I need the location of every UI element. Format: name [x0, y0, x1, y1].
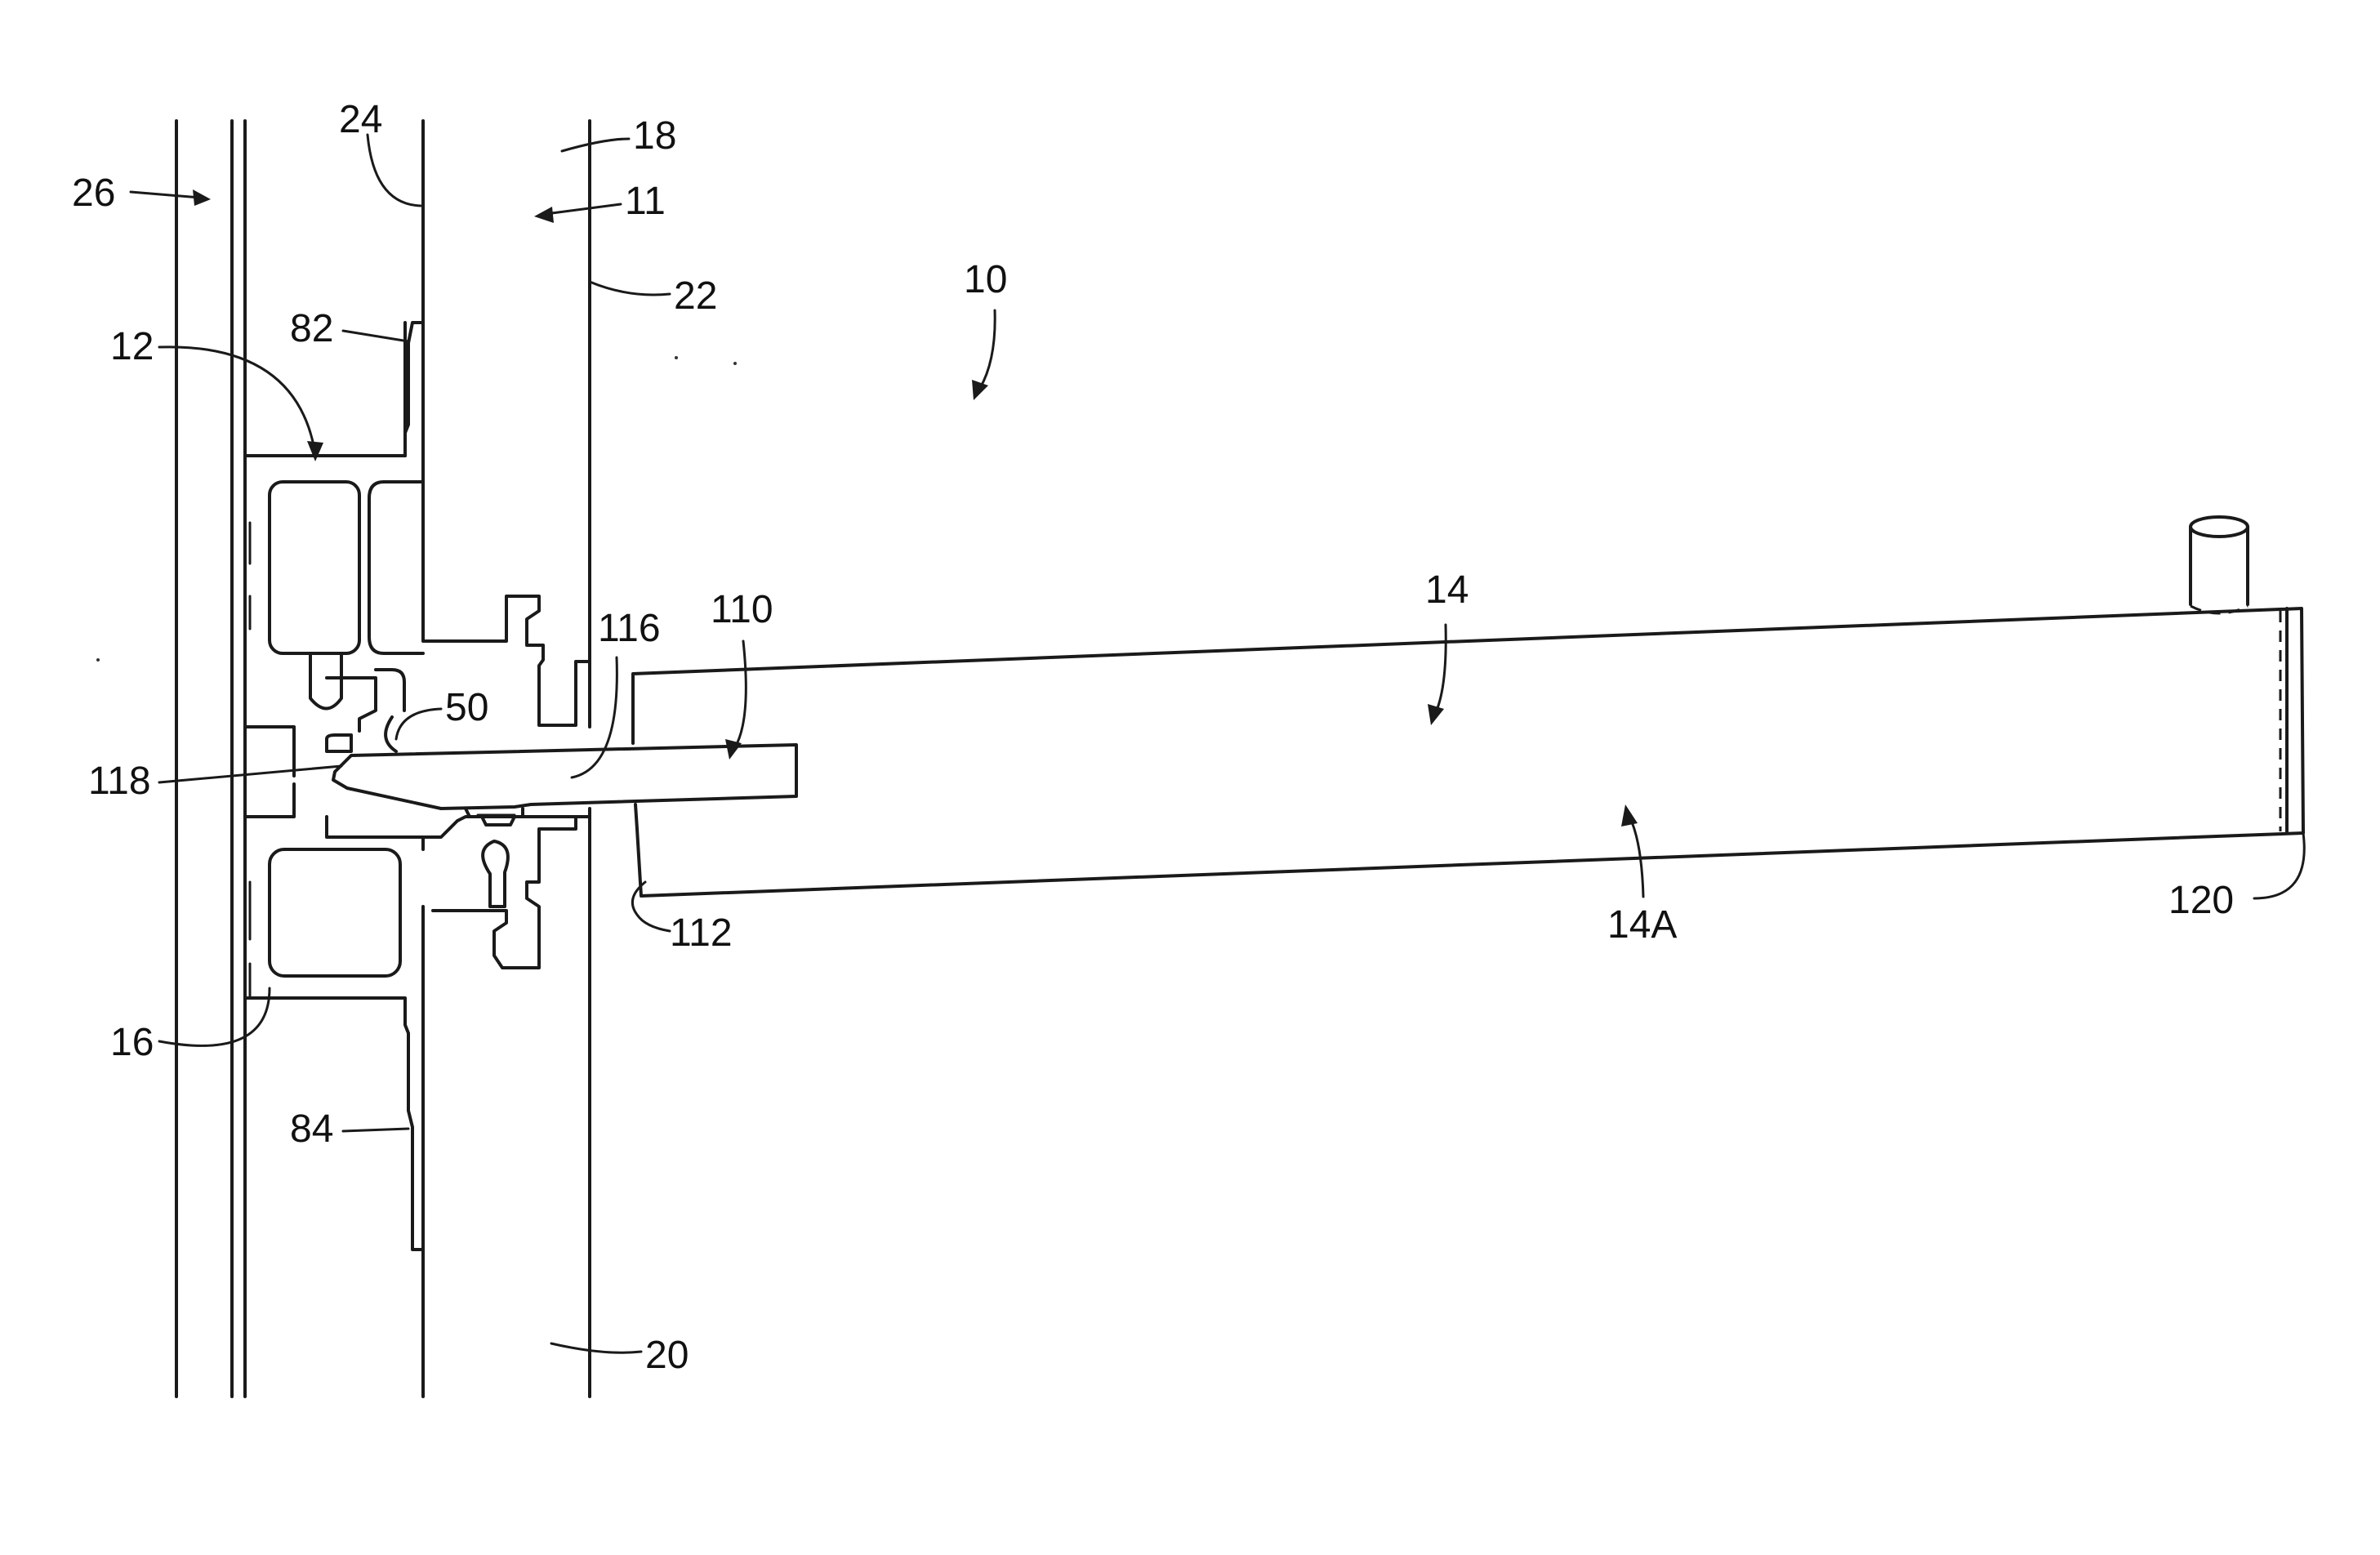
leader-26 [131, 192, 200, 198]
arrowhead-14a [1621, 804, 1638, 827]
leader-84 [343, 1129, 408, 1131]
leader-116 [572, 657, 617, 778]
keyhole-slot [483, 841, 508, 907]
end-post-top [2191, 517, 2248, 537]
arrowhead-12 [307, 441, 323, 461]
upper-hollow-cell [270, 482, 359, 653]
leader-24 [368, 135, 421, 206]
label-16: 16 [110, 1021, 154, 1064]
leader-22 [590, 282, 670, 295]
leader-11 [546, 204, 621, 214]
leader-112 [632, 882, 670, 931]
speck-1 [675, 356, 678, 359]
upper-side-channel [369, 482, 423, 653]
leader-50 [396, 709, 441, 739]
label-22: 22 [674, 274, 717, 318]
leader-110 [735, 641, 746, 747]
end-post [2191, 527, 2248, 604]
upper-cell-bump [310, 653, 341, 709]
label-110: 110 [711, 588, 773, 631]
hook-curve-50 [386, 717, 396, 751]
label-120: 120 [2168, 879, 2234, 922]
label-118: 118 [88, 760, 151, 803]
arrowhead-10 [972, 380, 988, 400]
speck-3 [96, 658, 100, 662]
leader-12 [159, 347, 314, 449]
label-12: 12 [110, 325, 154, 368]
label-20: 20 [645, 1334, 689, 1377]
leader-82 [343, 331, 408, 341]
label-50: 50 [445, 686, 488, 729]
hook-channel-50 [327, 735, 351, 751]
label-18: 18 [633, 114, 676, 158]
leader-14 [1436, 625, 1446, 712]
label-112: 112 [670, 911, 733, 955]
extrusion-bottom-edge [245, 907, 423, 1250]
leader-lines [131, 135, 2304, 1352]
label-116: 116 [598, 607, 661, 650]
label-84: 84 [290, 1107, 333, 1151]
label-26: 26 [72, 172, 115, 215]
leader-118 [159, 766, 341, 782]
tongue-outline [333, 745, 796, 809]
leader-10 [980, 310, 995, 388]
arm-outline [633, 608, 2303, 896]
label-24: 24 [339, 98, 382, 141]
wall-layers [176, 121, 590, 1397]
flange-82 [405, 323, 423, 456]
leader-18 [562, 139, 629, 151]
arrowhead-11 [534, 207, 554, 223]
label-11: 11 [625, 180, 666, 223]
bracket-tongue-110 [333, 745, 796, 825]
arrowhead-14 [1428, 704, 1444, 725]
label-82: 82 [290, 307, 333, 350]
speck-2 [733, 362, 737, 365]
arrowhead-26 [193, 189, 211, 206]
leader-120 [2254, 833, 2304, 898]
extrusion-top-edge [245, 323, 590, 725]
extrusion-lower-edge [327, 817, 590, 837]
label-14: 14 [1425, 568, 1469, 612]
label-10: 10 [964, 258, 1007, 301]
arrowhead-110 [725, 739, 742, 760]
label-14a: 14A [1607, 903, 1677, 947]
leader-20 [551, 1343, 641, 1352]
channel-upper-lip [376, 670, 404, 711]
lower-hollow-cell [270, 849, 400, 976]
